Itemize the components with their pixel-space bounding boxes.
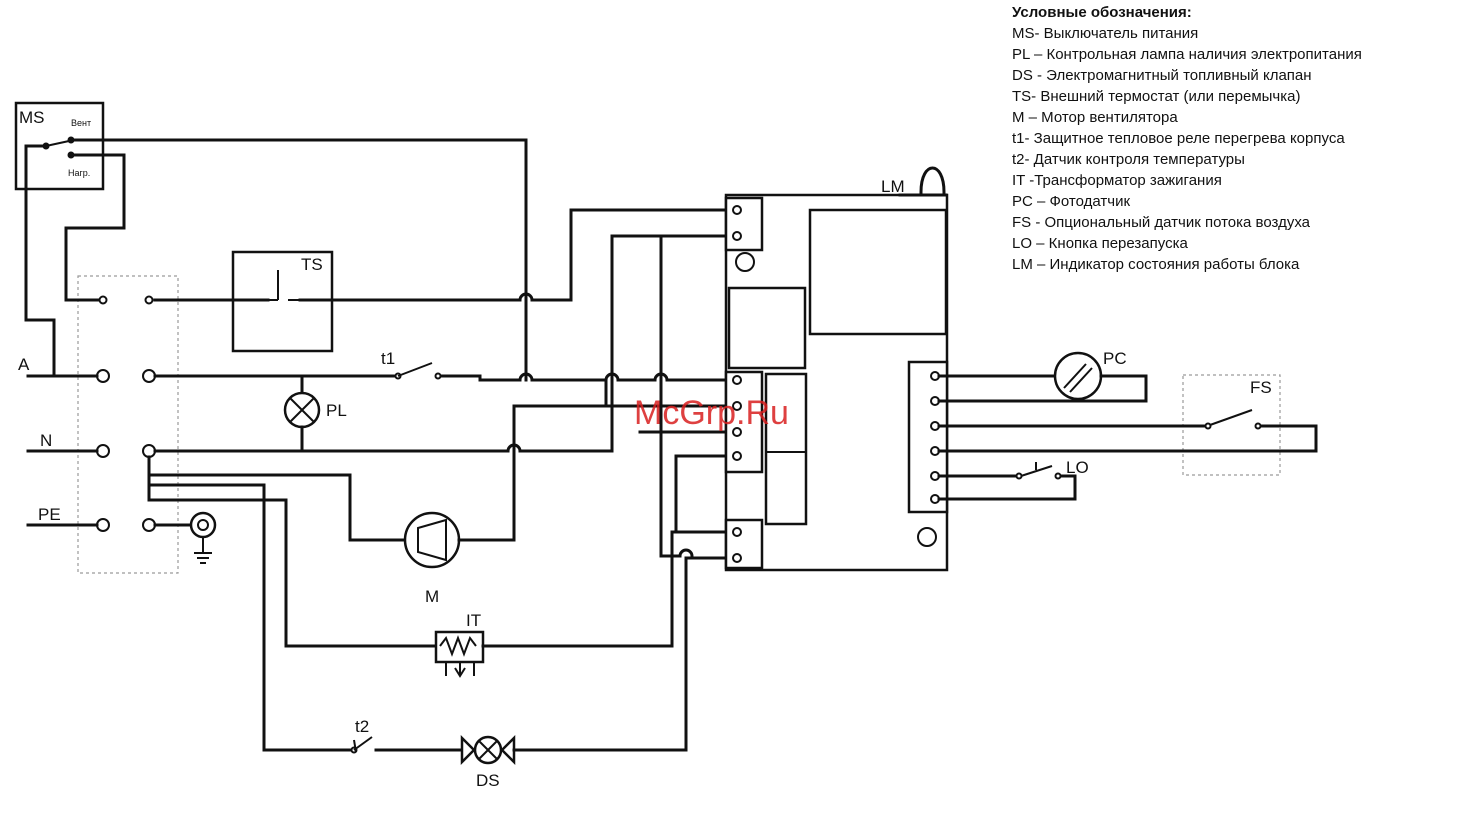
motor-label: M	[425, 587, 439, 606]
legend-item: LM – Индикатор состояния работы блока	[1012, 256, 1300, 273]
terminal-block-outline	[77, 275, 179, 574]
earth-pe-label: PE	[38, 505, 61, 524]
lo-label: LO	[1066, 458, 1089, 477]
legend-item: DS - Электромагнитный топливный клапан	[1012, 67, 1312, 84]
lo-reset-button: LO	[1015, 458, 1089, 480]
ts-label: TS	[301, 255, 323, 274]
pl-label: PL	[326, 401, 347, 420]
legend: Условные обозначения: MS- Выключатель пи…	[1012, 4, 1362, 273]
lm-indicator: LM	[881, 166, 948, 197]
pc-photocell: PC	[1053, 349, 1127, 401]
ds-fuel-valve: DS	[460, 734, 516, 790]
legend-title: Условные обозначения:	[1012, 4, 1192, 21]
pc-label: PC	[1103, 349, 1127, 368]
legend-item: LO – Кнопка перезапуска	[1012, 235, 1188, 252]
lm-label: LM	[881, 177, 905, 196]
ms-vent-label: Вент	[71, 118, 91, 128]
legend-item: FS - Опциональный датчик потока воздуха	[1012, 214, 1311, 231]
neutral-n-label: N	[40, 431, 52, 450]
legend-item: MS- Выключатель питания	[1012, 25, 1198, 42]
watermark: McGrp.Ru	[634, 394, 789, 432]
legend-item: t1- Защитное тепловое реле перегрева кор…	[1012, 130, 1345, 147]
ms-heat-label: Нагр.	[68, 168, 90, 178]
ignition-transformer: IT	[434, 611, 485, 678]
ms-label: MS	[19, 108, 45, 127]
t1-label: t1	[381, 349, 395, 368]
phase-a-label: A	[18, 355, 30, 374]
legend-item: PC – Фотодатчик	[1012, 193, 1130, 210]
fs-label: FS	[1250, 378, 1272, 397]
legend-item: M – Мотор вентилятора	[1012, 109, 1178, 126]
legend-item: IT -Трансформатор зажигания	[1012, 172, 1222, 189]
t2-label: t2	[355, 717, 369, 736]
legend-item: t2- Датчик контроля температуры	[1012, 151, 1245, 168]
legend-item: PL – Контрольная лампа наличия электропи…	[1012, 46, 1362, 63]
control-unit	[724, 193, 949, 572]
pl-lamp: PL	[283, 374, 347, 453]
ds-label: DS	[476, 771, 500, 790]
legend-item: TS- Внешний термостат (или перемычка)	[1012, 88, 1300, 105]
fan-motor: M	[403, 511, 461, 606]
it-label: IT	[466, 611, 481, 630]
